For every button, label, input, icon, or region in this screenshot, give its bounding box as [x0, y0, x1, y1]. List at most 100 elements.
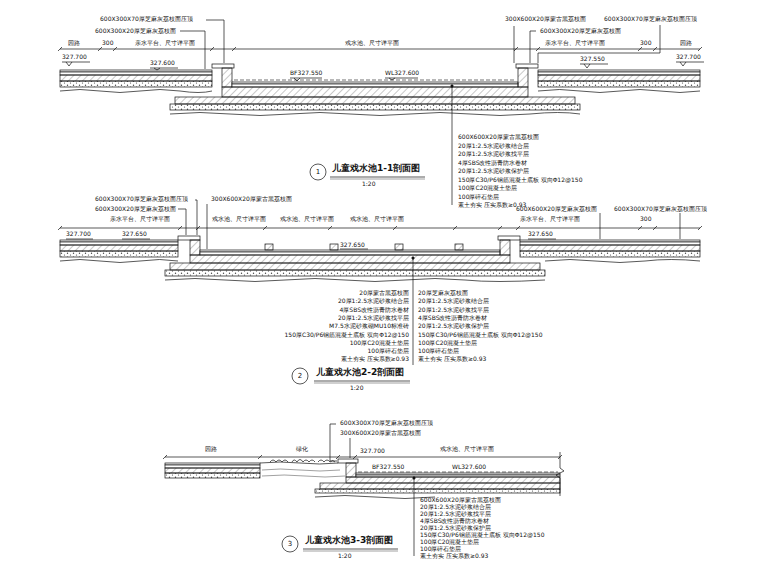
dimension-text: 戏水池、尺寸详平面: [212, 216, 266, 222]
section-3-line: [350, 438, 351, 458]
section-3-line: [270, 460, 335, 463]
layer-note: 20厚1:2.5水泥砂浆结合层: [458, 143, 529, 149]
section-3-line: [303, 549, 398, 550]
dimension-text: 戏水池、尺寸详平面: [280, 216, 334, 222]
scale-text: 1:20: [338, 553, 351, 559]
section-3: [163, 424, 564, 556]
material-callout: 600X300X70厚芝麻灰荔枝面压顶: [604, 16, 697, 22]
section-title: 儿童戏水池1-1剖面图: [332, 164, 420, 173]
layer-note: 素土夯实 压实系数≥0.93: [418, 356, 486, 362]
material-callout: 300X600X20厚蒙古黑荔枝面: [505, 16, 586, 22]
elevation-mark: WL327.600: [452, 464, 486, 470]
layer-note: 20厚1:2.5水泥砂浆结合层: [420, 504, 491, 510]
layer-note: 100厚C20混凝土垫层: [418, 340, 477, 346]
scale-text: 1:20: [362, 181, 375, 187]
material-callout: 600X300X70厚芝麻灰荔枝面压顶: [614, 206, 707, 212]
material-callout: 600X300X70厚芝麻灰荔枝面压顶: [340, 420, 433, 426]
section-2-line: [60, 242, 178, 245]
section-3-line: [320, 483, 560, 489]
section-2-line: [265, 244, 273, 250]
layer-note: 150厚C30/P6钢筋混凝土底板 双向Φ12@150: [285, 332, 409, 338]
section-2-line: [520, 242, 700, 245]
material-callout: 600X300X20厚芝麻灰荔枝面: [95, 28, 176, 34]
layer-note: 4厚SBS改性沥青防水卷材: [418, 315, 487, 321]
layer-note: 100厚C20混凝土垫层: [420, 539, 479, 545]
section-1-line: [530, 31, 536, 63]
section-2-line: [165, 279, 545, 282]
layer-note: 20厚芝麻灰荔枝面: [418, 290, 468, 296]
layer-note: 100厚碎石垫层: [458, 194, 499, 200]
section-1-line: [60, 72, 212, 75]
elevation-mark: WL327.600: [385, 70, 419, 76]
section-1-line: [222, 68, 232, 87]
section-title: 儿童戏水池3-3剖面图: [305, 536, 393, 545]
section-2-line: [520, 251, 700, 257]
section-3-line: [282, 536, 298, 552]
material-callout: 600X300X20厚芝麻灰荔枝面: [540, 28, 621, 34]
material-callout: 300X600X20厚蒙古黑荔枝面: [211, 196, 292, 202]
section-3-line: [330, 424, 337, 461]
section-3-line: [163, 455, 562, 459]
section-1-line: [206, 20, 224, 63]
section-1-line: [180, 31, 205, 69]
section-3-line: [413, 477, 415, 479]
layer-note: M7.5水泥砂浆砌MU10标准砖: [329, 323, 409, 329]
layer-note: 20厚蒙古黑荔枝面: [359, 290, 409, 296]
section-3-line: [165, 473, 260, 478]
dimension-text: 300: [640, 40, 651, 46]
scale-text: 1:20: [350, 385, 363, 391]
elevation-mark: 327.650: [122, 231, 147, 237]
section-number: 1: [316, 169, 320, 176]
section-2-line: [165, 270, 545, 276]
layer-note: 100厚碎石垫层: [368, 348, 409, 354]
section-3-line: [414, 478, 415, 556]
section-2-line: [207, 204, 208, 249]
section-3-line: [346, 477, 560, 483]
dimension-text: 戏水池、尺寸详平面: [440, 446, 494, 452]
section-2-line: [412, 257, 414, 259]
section-1-line: [222, 87, 528, 97]
section-2-line: [520, 245, 700, 251]
section-3-line: [315, 496, 435, 499]
section-2-line: [190, 240, 200, 255]
elevation-mark: 327.550: [580, 56, 605, 62]
layer-note: 20厚1:2.5水泥砂浆找平层: [418, 307, 489, 313]
section-2-line: [60, 228, 700, 229]
section-1-line: [175, 97, 575, 104]
section-2-line: [314, 381, 410, 382]
layer-note: 100厚C20混凝土垫层: [350, 340, 409, 346]
dimension-text: 亲水平台、尺寸详平面: [520, 216, 580, 222]
section-2-line: [600, 213, 601, 239]
section-3-line: [165, 465, 260, 468]
material-callout: 600X300X70厚芝麻灰荔枝面压顶: [95, 196, 188, 202]
material-callout: 600X600X20厚芝麻灰荔枝面: [516, 206, 597, 212]
section-1-line: [676, 62, 704, 66]
section-number: 2: [298, 373, 302, 380]
section-1-line: [212, 64, 234, 68]
section-2: [58, 200, 702, 384]
section-1-line: [451, 85, 453, 87]
section-1-line: [62, 62, 90, 66]
section-3-line: [303, 551, 398, 552]
layer-note: 20厚1:2.5水泥砂浆保护层: [458, 168, 529, 174]
section-1-line: [452, 86, 453, 205]
material-callout: 600X300X70厚芝麻灰荔枝面压顶: [100, 16, 193, 22]
elevation-mark: BF327.550: [372, 464, 404, 470]
section-2-line: [178, 236, 200, 240]
section-1-line: [514, 26, 515, 63]
dimension-text: 绿化: [296, 446, 308, 452]
layer-note: 20厚1:2.5水泥砂浆找平层: [458, 151, 529, 157]
layer-note: 20厚1:2.5水泥砂浆找平层: [420, 511, 491, 517]
section-1-line: [330, 177, 425, 178]
dimension-text: 亲水平台、尺寸详平面: [110, 216, 170, 222]
section-2-line: [395, 244, 403, 250]
section-2-line: [680, 213, 681, 239]
section-1-line: [170, 113, 580, 116]
section-2-line: [455, 244, 463, 250]
section-2-line: [60, 251, 178, 257]
layer-note: 20厚1:2.5水泥砂浆找平层: [338, 315, 409, 321]
section-2-line: [178, 209, 186, 235]
section-3-line: [358, 472, 558, 473]
layer-note: 4厚SBS改性沥青防水卷材: [340, 307, 409, 313]
layer-note: 100厚碎石垫层: [418, 348, 459, 354]
